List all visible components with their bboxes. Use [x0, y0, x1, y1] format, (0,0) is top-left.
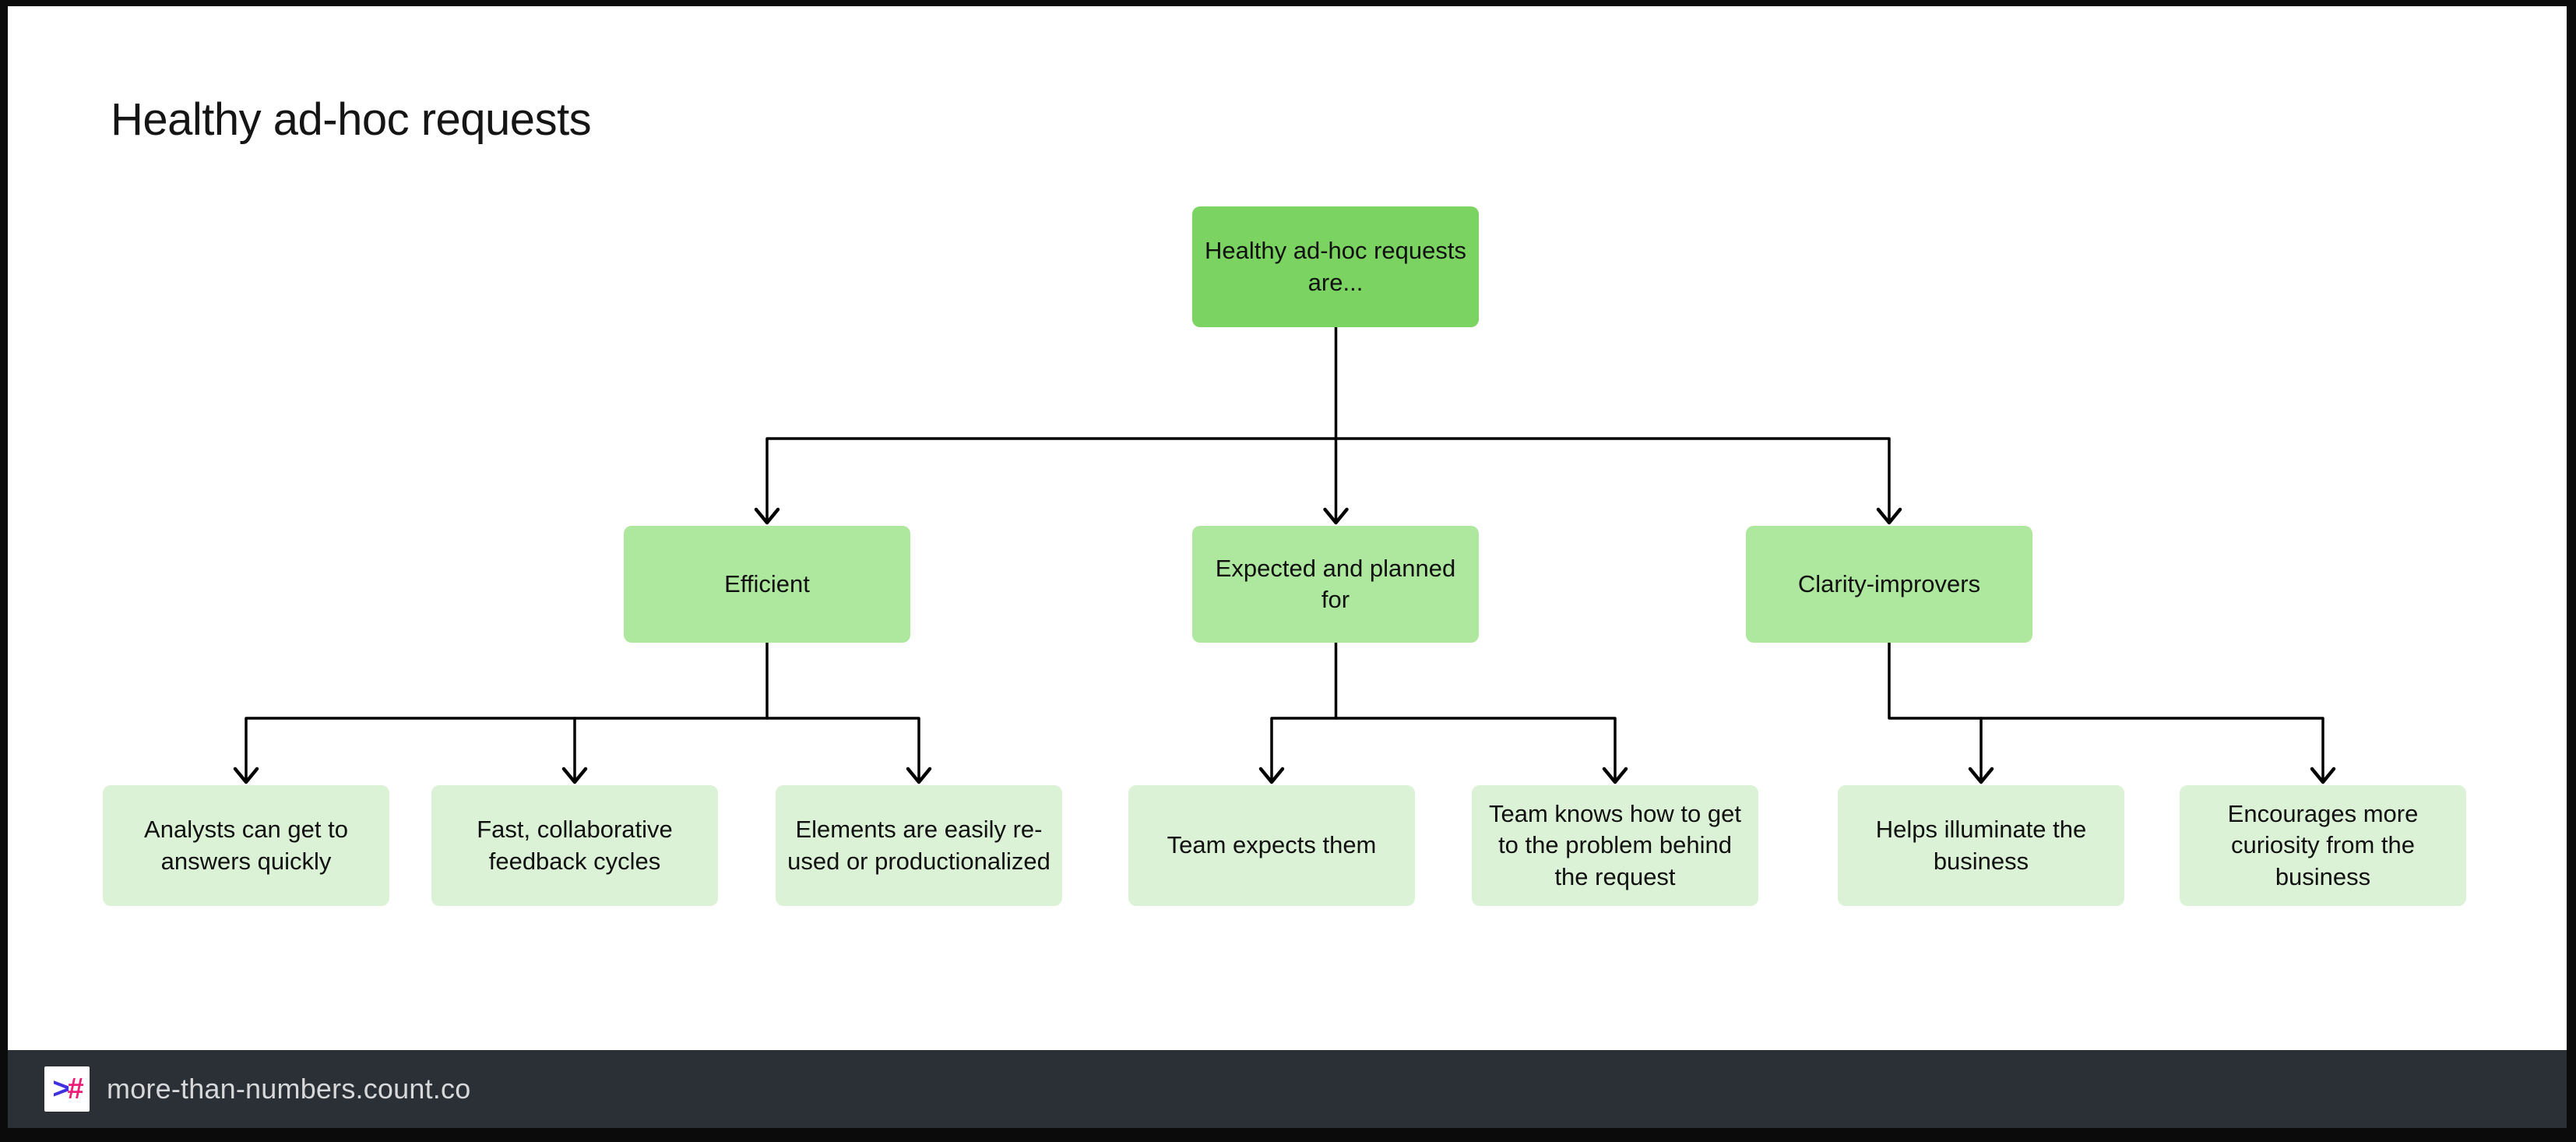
node-root[interactable]: Healthy ad-hoc requests are... — [1192, 206, 1479, 327]
node-leaf-label: Team expects them — [1167, 831, 1377, 859]
node-leaf[interactable]: Fast, collaborative feedback cycles — [431, 785, 718, 906]
node-branch-efficient[interactable]: Efficient — [624, 526, 910, 643]
node-leaf-label: Fast, collaborative feedback cycles — [477, 816, 673, 875]
node-branch-label: Efficient — [724, 569, 810, 597]
node-leaf-label: Elements are easily re-used or productio… — [787, 816, 1050, 875]
node-leaf-label: Team knows how to get to the problem beh… — [1489, 800, 1741, 890]
node-leaf[interactable]: Team expects them — [1128, 785, 1415, 906]
node-branch-label: Expected and planned for — [1215, 554, 1456, 613]
node-branch-label: Clarity-improvers — [1797, 569, 1981, 597]
node-leaf[interactable]: Encourages more curiosity from the busin… — [2180, 785, 2466, 906]
node-leaf-label: Helps illuminate the business — [1875, 816, 2087, 875]
node-leaf[interactable]: Helps illuminate the business — [1838, 785, 2124, 906]
node-leaf[interactable]: Analysts can get to answers quickly — [103, 785, 389, 906]
node-leaf-label: Analysts can get to answers quickly — [144, 816, 348, 875]
logo-hash-glyph: # — [67, 1073, 84, 1105]
logo-chevron-glyph: > — [52, 1073, 69, 1105]
page-title: Healthy ad-hoc requests — [111, 94, 592, 145]
node-leaf[interactable]: Elements are easily re-used or productio… — [776, 785, 1062, 906]
node-leaf[interactable]: Team knows how to get to the problem beh… — [1472, 785, 1758, 906]
node-branch-expected[interactable]: Expected and planned for — [1192, 526, 1479, 643]
footer-url-link[interactable]: more-than-numbers.count.co — [107, 1073, 471, 1105]
footer-bar: ># more-than-numbers.count.co — [8, 1050, 2567, 1128]
count-logo-icon[interactable]: ># — [44, 1066, 90, 1112]
node-root-label: Healthy ad-hoc requests are... — [1204, 237, 1467, 296]
node-branch-clarity[interactable]: Clarity-improvers — [1746, 526, 2032, 643]
node-leaf-label: Encourages more curiosity from the busin… — [2227, 800, 2419, 890]
